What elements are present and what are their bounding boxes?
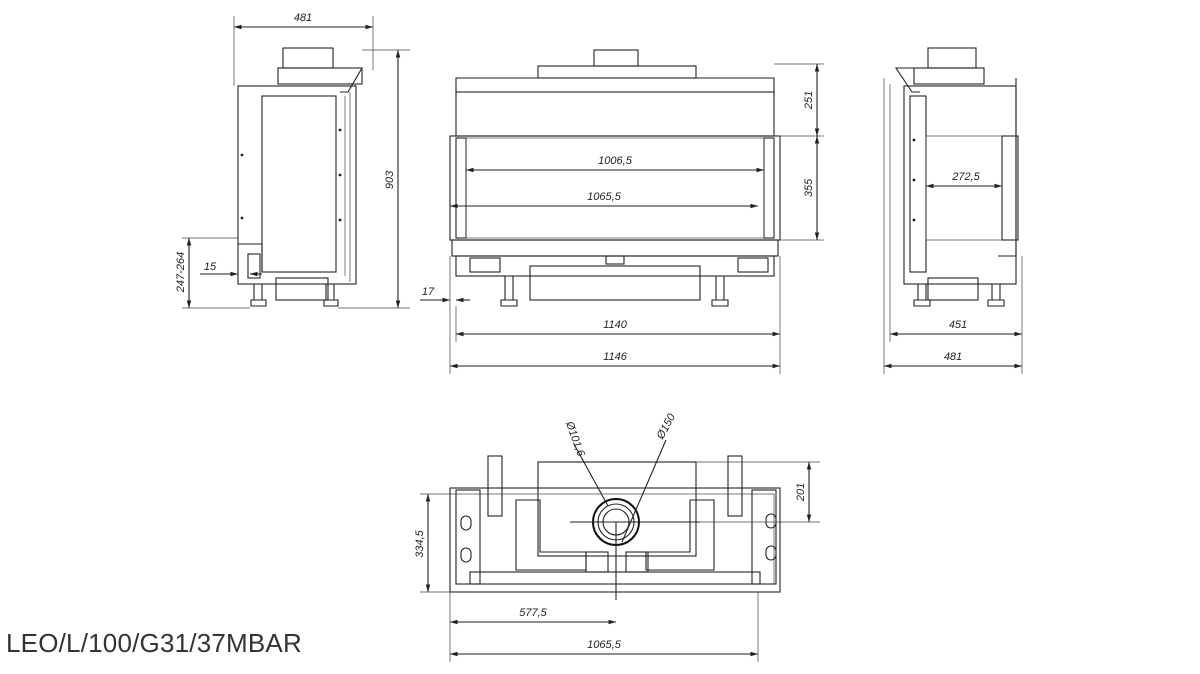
bolt-markers-right (912, 138, 916, 222)
dim-top-section: 251 (803, 91, 815, 110)
dim-base-width: 451 (949, 319, 967, 331)
dim-leg-height: 247-264 (175, 252, 187, 293)
side-view-left: 481 903 247-264 15 (175, 12, 410, 309)
dim-top-width: 1065,5 (587, 639, 622, 651)
dim-side-width-top: 481 (294, 12, 312, 24)
dim-glass-inner: 1006,5 (598, 155, 633, 167)
model-code: LEO/L/100/G31/37MBAR (6, 628, 302, 658)
dim-total-width: 1146 (603, 351, 628, 363)
dim-outlet-outer: Ø150 (654, 411, 678, 442)
top-view: Ø101,6 Ø150 201 334,5 577,5 1065,5 (414, 411, 820, 662)
side-view-right: 272,5 451 481 (883, 47, 1023, 374)
dim-glass-outer: 1065,5 (587, 191, 622, 203)
dim-total-depth: 481 (944, 351, 962, 363)
dim-outlet-x: 577,5 (519, 607, 547, 619)
dim-outlet-offset: 201 (795, 483, 807, 502)
dim-glass-height: 355 (803, 178, 815, 197)
dim-depth: 334,5 (414, 529, 426, 557)
dim-glass-depth: 272,5 (951, 171, 980, 183)
front-view: 1006,5 1065,5 251 355 17 1140 1146 (420, 49, 824, 374)
dim-side-height: 903 (384, 170, 396, 189)
dim-inset: 15 (204, 261, 217, 273)
dim-outlet-inner: Ø101,6 (563, 419, 587, 459)
bolt-markers-left (240, 128, 342, 222)
dim-body-width: 1140 (603, 319, 628, 331)
dim-side-offset: 17 (422, 286, 435, 298)
